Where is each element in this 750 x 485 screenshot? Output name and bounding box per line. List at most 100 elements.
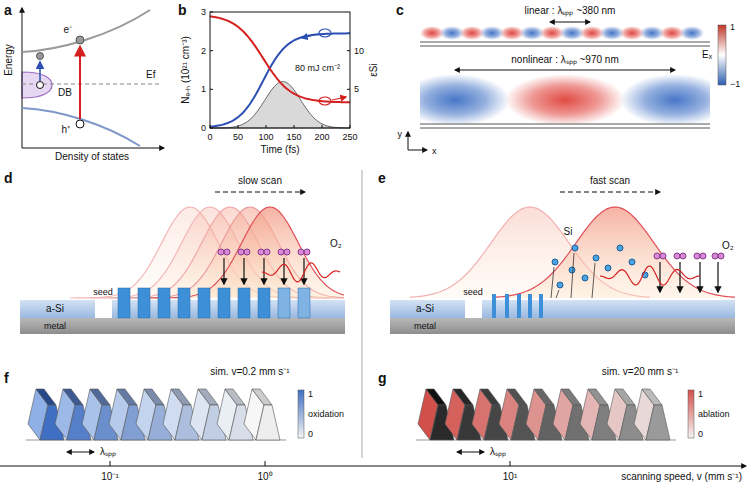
fast-scan-sketch [572, 245, 578, 251]
fast-scan-sketch [556, 290, 559, 298]
tick-label: 10¹ [503, 472, 517, 482]
axis-name: x [432, 147, 437, 156]
slow-scan-sketch [218, 249, 224, 255]
tick-label: 150 [286, 133, 301, 142]
tick-label: 3 [201, 8, 206, 17]
line-chart [294, 125, 295, 128]
tick-label: 10 [354, 46, 364, 55]
slow-scan-sketch [238, 249, 244, 255]
field-map [680, 26, 704, 40]
energy-diagram [76, 120, 84, 128]
grating-simulation [256, 405, 280, 440]
grating-simulation [117, 389, 137, 405]
slow-scan-sketch [304, 249, 310, 255]
fast-scan-sketch [694, 253, 700, 259]
line-chart [322, 125, 323, 128]
energy-diagram [22, 8, 164, 148]
period-label: linear : λₛₚₚ ~380 nm [525, 6, 616, 16]
fast-scan-sketch [560, 192, 660, 193]
fast-scan-sketch [492, 294, 496, 318]
slow-scan-sketch [150, 207, 344, 298]
fast-scan-sketch [605, 265, 611, 271]
grating-simulation [534, 389, 554, 405]
grating-simulation [90, 389, 110, 405]
colorbar-tick: 0 [698, 430, 703, 439]
field-map [718, 25, 726, 85]
tick-label: 2 [201, 46, 206, 55]
scan-label: slow scan [238, 176, 282, 186]
scan-label: fast scan [590, 176, 630, 186]
colorbar-title: Eₓ [702, 50, 712, 60]
speed-axis [110, 461, 111, 466]
slow-scan-sketch [278, 288, 290, 318]
field-map [420, 124, 710, 125]
energy-diagram [22, 72, 52, 98]
line-chart [210, 33, 350, 126]
fast-scan-sketch [390, 318, 735, 334]
fast-scan-sketch [660, 253, 666, 259]
layer-label: a-Si [46, 304, 64, 314]
grating-simulation [561, 389, 581, 405]
panel-letter: d [4, 171, 13, 185]
energy-diagram [76, 36, 84, 44]
slow-scan-sketch [138, 288, 150, 318]
fast-scan-sketch [551, 267, 554, 298]
field-map [420, 74, 710, 124]
fast-scan-sketch [674, 253, 680, 259]
field-map [420, 42, 710, 43]
line-chart [210, 12, 350, 128]
slow-scan-sketch [110, 207, 344, 298]
fast-scan-sketch [654, 253, 660, 259]
axis-title: εSi [369, 63, 379, 76]
grating-simulation [252, 389, 272, 405]
grating-simulation [453, 389, 473, 405]
panel-letter: f [4, 371, 9, 385]
colorbar-tick: −1 [730, 80, 740, 89]
slow-scan-sketch [150, 207, 344, 298]
grating-simulation [171, 389, 191, 405]
axis-title: Density of states [55, 152, 129, 162]
line-chart [210, 50, 213, 51]
fast-scan-sketch [390, 300, 465, 318]
layer-label: metal [414, 322, 436, 331]
grating-simulation [646, 405, 670, 440]
field-map [420, 128, 710, 129]
line-chart [210, 12, 213, 13]
grating-simulation [67, 452, 94, 453]
fast-scan-sketch [593, 255, 599, 261]
grating-simulation [225, 389, 245, 405]
layer-label: a-Si [416, 304, 434, 314]
tick-label: 200 [314, 133, 329, 142]
grating-simulation [588, 389, 608, 405]
fast-scan-sketch [569, 267, 575, 273]
field-map [420, 74, 510, 124]
slow-scan-sketch [224, 249, 230, 255]
field-map [420, 46, 710, 47]
speed-axis [0, 466, 746, 467]
level-label: Ef [146, 70, 155, 80]
colorbar-title: oxidation [308, 410, 344, 419]
field-map [408, 132, 409, 150]
colorbar-tick: 1 [698, 390, 703, 399]
particle-label: e⁻ [63, 25, 72, 35]
axis-title: Energy [4, 44, 14, 76]
field-map [455, 70, 675, 71]
slow-scan-sketch [284, 249, 290, 255]
slow-scan-sketch [258, 249, 264, 255]
slow-scan-sketch [130, 207, 344, 298]
grating-simulation [688, 390, 694, 438]
slow-scan-sketch [130, 207, 344, 298]
state-label: DB [58, 88, 72, 98]
fast-scan-sketch [557, 282, 563, 288]
panel-letter: g [378, 371, 387, 385]
speed-axis [510, 461, 511, 466]
energy-diagram [79, 47, 81, 119]
line-chart [319, 97, 331, 105]
field-map [408, 150, 427, 151]
colorbar-tick: 1 [308, 390, 313, 399]
line-chart [210, 125, 211, 128]
sim-label: sim. v=0.2 mm s⁻¹ [210, 367, 289, 377]
axis-name: y [398, 130, 403, 139]
slow-scan-sketch [278, 249, 284, 255]
slow-scan-sketch [298, 288, 310, 318]
